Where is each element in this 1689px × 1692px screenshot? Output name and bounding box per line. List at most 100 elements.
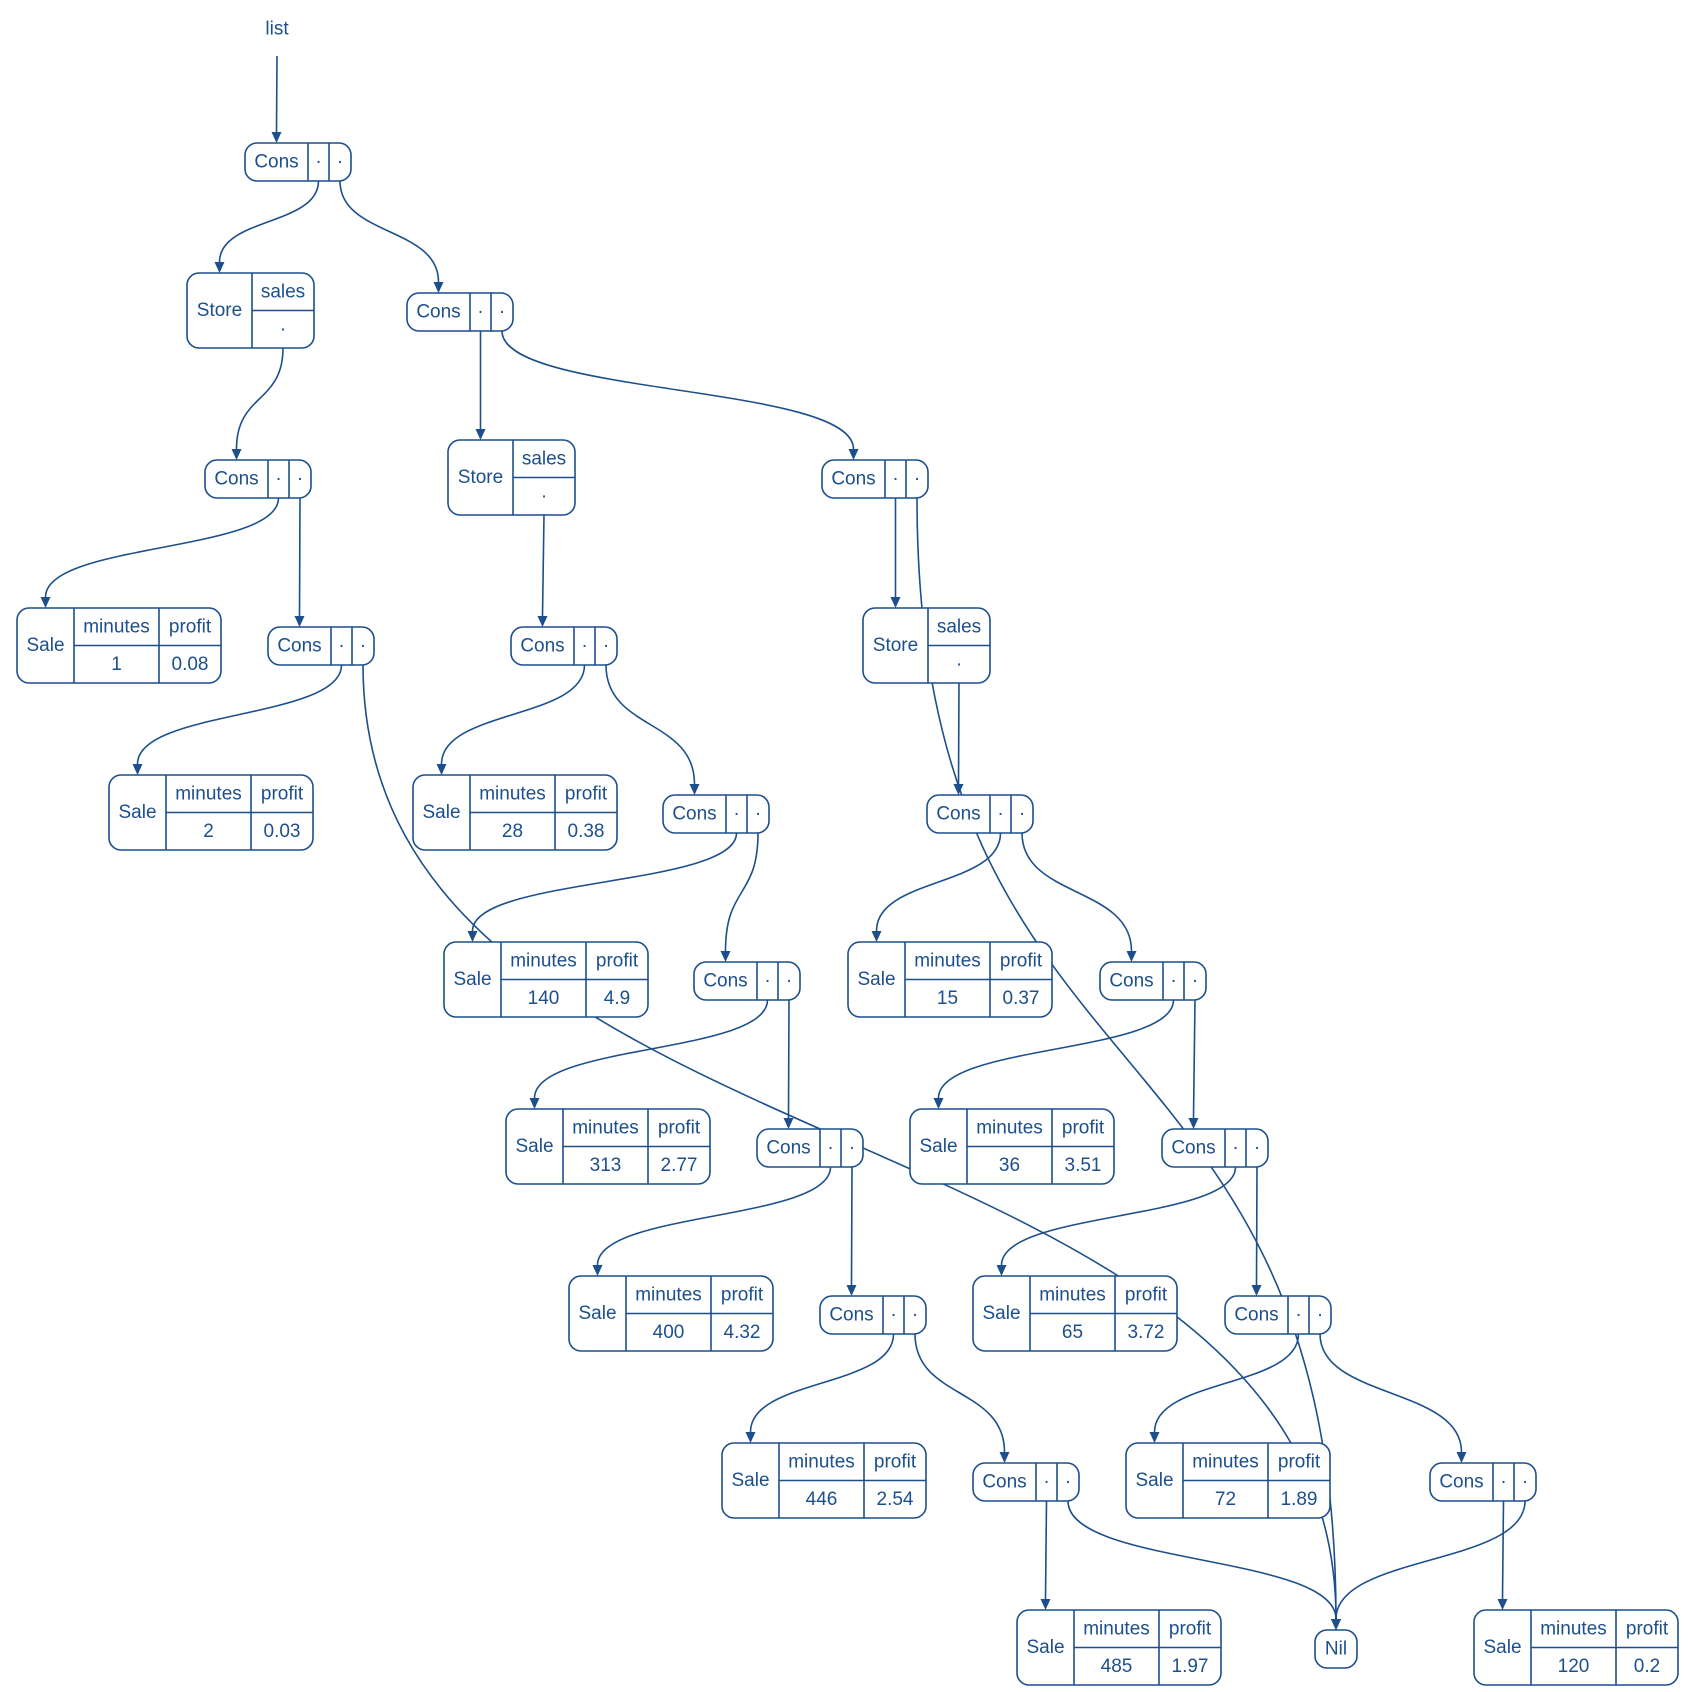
minutes-field-label: minutes (83, 616, 150, 637)
head-edge-c15-arrowhead (1040, 1599, 1051, 1610)
tail-pointer-cell: · (603, 636, 609, 657)
cons-label: Cons (277, 636, 321, 657)
root-label: list (265, 19, 289, 40)
cons-box (756, 1128, 864, 1168)
head-edge-c1 (218, 180, 320, 263)
head-pointer-cell: · (581, 636, 587, 657)
head-edge-c9 (533, 999, 769, 1099)
tail-pointer-cell: · (1317, 1305, 1323, 1326)
root-pointer: list (265, 19, 289, 40)
nil-box (1314, 1629, 1358, 1669)
head-edge-c8 (875, 832, 1002, 932)
profit-value: 0.2 (1634, 1656, 1660, 1677)
tail-edge-c13-arrowhead (999, 1452, 1010, 1463)
tail-edge-c6 (605, 664, 696, 785)
store-label: Store (197, 300, 242, 321)
sales-edge-s2-arrowhead (537, 616, 548, 627)
cons-box (204, 459, 312, 499)
cons-box (267, 626, 375, 666)
profit-value: 2.54 (877, 1489, 914, 1510)
profit-value: 3.51 (1065, 1155, 1102, 1176)
sales-pointer-cell: · (280, 319, 286, 340)
tail-edge-c10 (1192, 999, 1196, 1119)
head-edge-c14 (1153, 1333, 1300, 1433)
store-label: Store (873, 635, 918, 656)
cons-node-c12: Cons·· (1161, 1128, 1269, 1168)
tail-edge-c4 (916, 497, 1337, 1620)
profit-field-label: profit (1169, 1618, 1212, 1639)
store-label: Store (458, 467, 503, 488)
minutes-field-label: minutes (914, 950, 981, 971)
tail-edge-c8-arrowhead (1126, 951, 1137, 962)
cons-node-c14: Cons·· (1224, 1295, 1332, 1335)
tail-pointer-cell: · (297, 469, 303, 490)
cons-box (972, 1462, 1080, 1502)
minutes-value: 400 (653, 1322, 685, 1343)
minutes-field-label: minutes (572, 1117, 639, 1138)
profit-value: 0.08 (172, 654, 209, 675)
minutes-value: 313 (590, 1155, 622, 1176)
cons-box (510, 626, 618, 666)
nil-label: Nil (1325, 1639, 1347, 1660)
profit-field-label: profit (565, 783, 608, 804)
sale-label: Sale (118, 802, 156, 823)
tail-edge-c15 (1067, 1500, 1337, 1620)
tail-pointer-cell: · (1019, 804, 1025, 825)
head-pointer-cell: · (275, 469, 281, 490)
tail-pointer-cell: · (912, 1305, 918, 1326)
cons-box (406, 292, 514, 332)
cons-label: Cons (672, 804, 716, 825)
minutes-field-label: minutes (510, 950, 577, 971)
sales-field-label: sales (261, 281, 305, 302)
head-pointer-cell: · (1232, 1138, 1238, 1159)
cons-node-c8: Cons·· (926, 794, 1034, 834)
profit-field-label: profit (874, 1451, 917, 1472)
head-edge-c13-arrowhead (745, 1432, 756, 1443)
tail-pointer-cell: · (914, 469, 920, 490)
cons-label: Cons (214, 469, 258, 490)
nodes: listCons··Storesales·Cons··Cons··Storesa… (16, 19, 1679, 1686)
head-edge-c10-arrowhead (933, 1098, 944, 1109)
sales-edge-s1-arrowhead (231, 449, 242, 460)
head-pointer-cell: · (764, 971, 770, 992)
cons-node-c10: Cons·· (1099, 961, 1207, 1001)
tail-edge-c16 (1335, 1500, 1526, 1620)
profit-field-label: profit (169, 616, 212, 637)
tail-pointer-cell: · (499, 302, 505, 323)
minutes-field-label: minutes (479, 783, 546, 804)
head-edge-c7-arrowhead (467, 931, 478, 942)
head-pointer-cell: · (890, 1305, 896, 1326)
minutes-value: 140 (528, 988, 560, 1009)
tail-pointer-cell: · (849, 1138, 855, 1159)
cons-label: Cons (1109, 971, 1153, 992)
sale-label: Sale (982, 1303, 1020, 1324)
sale-label: Sale (422, 802, 460, 823)
cons-node-c6: Cons·· (510, 626, 618, 666)
cons-box (1099, 961, 1207, 1001)
sale-label: Sale (1026, 1637, 1064, 1658)
sale-label: Sale (578, 1303, 616, 1324)
head-edge-c8-arrowhead (871, 931, 882, 942)
cons-label: Cons (416, 302, 460, 323)
head-pointer-cell: · (1295, 1305, 1301, 1326)
sale-label: Sale (1135, 1470, 1173, 1491)
minutes-field-label: minutes (976, 1117, 1043, 1138)
sale-label: Sale (857, 969, 895, 990)
cons-label: Cons (1439, 1472, 1483, 1493)
tail-pointer-cell: · (1192, 971, 1198, 992)
cons-label: Cons (254, 152, 298, 173)
cons-label: Cons (829, 1305, 873, 1326)
tail-edge-c8 (1021, 832, 1133, 952)
tail-pointer-cell: · (786, 971, 792, 992)
sale-label: Sale (453, 969, 491, 990)
minutes-field-label: minutes (175, 783, 242, 804)
head-edge-c2-arrowhead (475, 429, 486, 440)
profit-value: 0.38 (568, 821, 605, 842)
